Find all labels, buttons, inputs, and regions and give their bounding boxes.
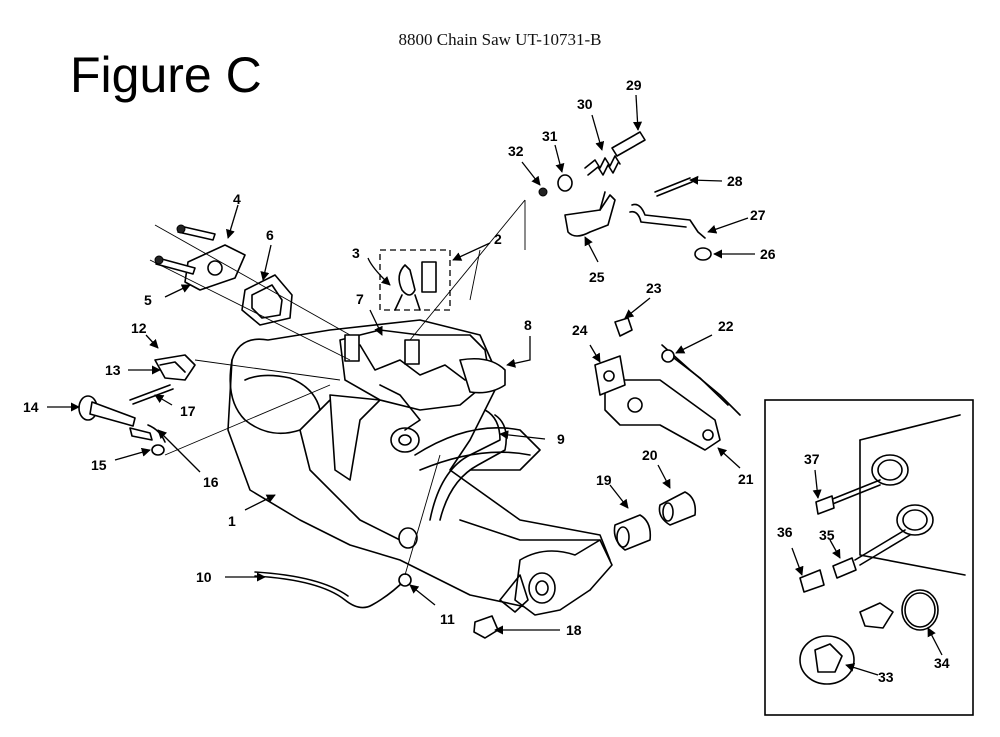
figure-label: Figure C bbox=[70, 47, 262, 103]
detail-inset-box bbox=[379, 249, 451, 311]
callout-35: 35 bbox=[819, 527, 835, 543]
callout-24: 24 bbox=[572, 322, 588, 338]
choke-lever-group bbox=[129, 354, 341, 405]
callout-4: 4 bbox=[233, 191, 241, 207]
callout-28: 28 bbox=[727, 173, 743, 189]
throttle-trigger-group bbox=[564, 177, 712, 261]
callout-3: 3 bbox=[352, 245, 360, 261]
callout-37: 37 bbox=[804, 451, 820, 467]
callout-1: 1 bbox=[228, 513, 236, 529]
callout-11: 11 bbox=[440, 611, 455, 627]
callout-36: 36 bbox=[777, 524, 793, 540]
handle-bracket bbox=[594, 317, 741, 451]
fuel-cap-inset bbox=[764, 399, 974, 716]
callout-5: 5 bbox=[144, 292, 152, 308]
callout-27: 27 bbox=[750, 207, 766, 223]
primer-knob bbox=[78, 395, 136, 427]
callout-17: 17 bbox=[180, 403, 196, 419]
callout-14: 14 bbox=[23, 399, 39, 415]
callout-18: 18 bbox=[566, 622, 582, 638]
callout-13: 13 bbox=[105, 362, 121, 378]
callout-25: 25 bbox=[589, 269, 605, 285]
rod-assembly bbox=[129, 384, 331, 456]
callout-26: 26 bbox=[760, 246, 776, 262]
callout-8: 8 bbox=[524, 317, 532, 333]
callout-23: 23 bbox=[646, 280, 662, 296]
screw-spring-group bbox=[538, 131, 646, 197]
callout-2: 2 bbox=[494, 231, 502, 247]
throttle-cable bbox=[254, 454, 441, 609]
document-title: 8800 Chain Saw UT-10731-B bbox=[398, 30, 602, 49]
callout-34: 34 bbox=[934, 655, 950, 671]
callout-32: 32 bbox=[508, 143, 524, 159]
callout-15: 15 bbox=[91, 457, 107, 473]
callout-12: 12 bbox=[131, 320, 147, 336]
callout-19: 19 bbox=[596, 472, 612, 488]
callout-30: 30 bbox=[577, 96, 593, 112]
leader-lines bbox=[47, 94, 943, 676]
callout-21: 21 bbox=[738, 471, 754, 487]
callout-16: 16 bbox=[203, 474, 219, 490]
callout-20: 20 bbox=[642, 447, 658, 463]
callout-labels: 1 2 3 4 5 6 7 8 9 10 11 12 13 14 15 16 1… bbox=[23, 77, 950, 685]
callout-6: 6 bbox=[266, 227, 274, 243]
carburetor-assembly bbox=[339, 329, 506, 431]
grommet bbox=[473, 615, 499, 639]
callout-7: 7 bbox=[356, 291, 364, 307]
anti-vibe-bushings bbox=[613, 491, 697, 551]
callout-9: 9 bbox=[557, 431, 565, 447]
intake-plate bbox=[149, 224, 351, 361]
callout-10: 10 bbox=[196, 569, 212, 585]
callout-29: 29 bbox=[626, 77, 642, 93]
callout-31: 31 bbox=[542, 128, 558, 144]
main-housing bbox=[227, 319, 613, 616]
callout-22: 22 bbox=[718, 318, 734, 334]
callout-33: 33 bbox=[878, 669, 894, 685]
